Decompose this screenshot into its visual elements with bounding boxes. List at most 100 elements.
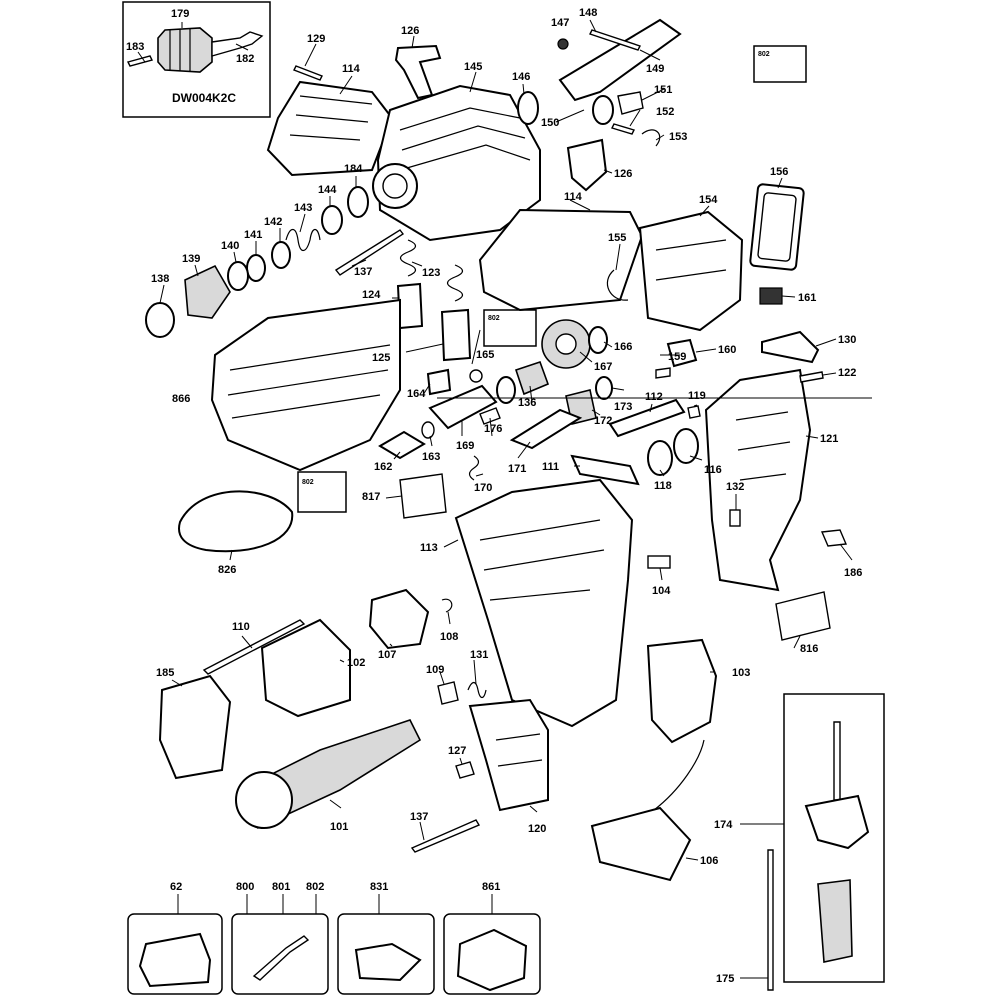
callout-label: 155: [608, 232, 626, 244]
callout-label: 142: [264, 216, 282, 228]
case-861-part: [456, 928, 528, 992]
chuck-screw-part: [126, 55, 154, 67]
label-817-part: [399, 473, 447, 519]
callout-label: 149: [646, 63, 664, 75]
accessory-box-800-802: [231, 913, 329, 995]
bolt-137-part: [334, 229, 405, 276]
front-cap-138-part: [145, 302, 175, 338]
terminal-106-part: [590, 806, 692, 882]
callout-label: 131: [470, 649, 488, 661]
callout-label: 861: [482, 881, 500, 893]
clip-108-part: [441, 598, 453, 613]
switch-103-part: [646, 638, 718, 744]
screw-122-part: [799, 371, 824, 383]
callout-label: 174: [714, 819, 733, 831]
keyless-chuck-part: [157, 27, 213, 73]
callout-label: 114: [342, 63, 361, 75]
callout-label: 119: [688, 390, 706, 402]
latch-126-part: [394, 44, 442, 100]
pin-148-part: [589, 29, 641, 51]
callout-label: 137: [410, 811, 428, 823]
callout-label: 120: [528, 823, 546, 835]
brush-124-part: [396, 282, 424, 330]
callout-label: 140: [221, 240, 239, 252]
callout-label: 126: [401, 25, 419, 37]
armature-fan: [235, 771, 293, 829]
brush-125-part: [440, 308, 472, 362]
screw-159-part: [655, 367, 671, 379]
manual-831-part: [354, 942, 422, 982]
ring-144-part: [321, 205, 343, 235]
callout-label: 107: [378, 649, 396, 661]
callout-label: 183: [126, 41, 144, 53]
bracket-154-part: [638, 210, 744, 332]
callout-label: 160: [718, 344, 736, 356]
callout-label: 127: [448, 745, 466, 757]
ring-141-part: [246, 254, 266, 282]
callout-label: 138: [151, 273, 169, 285]
callout-label: 185: [156, 667, 174, 679]
spring-123-a-part: [399, 239, 417, 277]
callout-label: 151: [654, 84, 672, 96]
callout-label: 103: [732, 667, 750, 679]
callout-label: 145: [464, 61, 482, 73]
part-112: [608, 398, 686, 438]
callout-label: 118: [654, 480, 672, 492]
callout-label: 137: [354, 266, 372, 278]
callout-label: 802: [302, 479, 314, 486]
callout-label: 152: [656, 106, 674, 118]
callout-label: 800: [236, 881, 254, 893]
callout-label: 184: [344, 163, 363, 175]
callout-labels: 179 183 182 129 126 145 114 147 148 149 …: [126, 7, 862, 985]
callout-label: 114: [564, 191, 583, 203]
lower-housing-cover-part: [478, 208, 644, 312]
clip-153-part: [641, 129, 661, 147]
side-handle-box: [783, 693, 885, 983]
callout-label: 62: [170, 881, 182, 893]
callout-label: 171: [508, 463, 526, 475]
callout-label: 176: [484, 423, 502, 435]
callout-label: 182: [236, 53, 254, 65]
callout-label: 866: [172, 393, 190, 405]
block-164-part: [426, 368, 452, 396]
callout-label: 111: [542, 461, 559, 473]
callout-label: 153: [669, 131, 687, 143]
handle-121-part: [704, 368, 812, 592]
callout-label: 148: [579, 7, 597, 19]
part-109: [437, 681, 459, 705]
gear-136-part: [514, 360, 550, 396]
part-104: [647, 555, 671, 569]
screw-119-part: [687, 405, 701, 419]
callout-label: 816: [800, 643, 818, 655]
callout-label: 130: [838, 334, 856, 346]
ring-184-part: [347, 186, 369, 218]
callout-label: 164: [407, 388, 426, 400]
tool-802-box-mid: [483, 309, 537, 347]
part-186: [820, 529, 848, 547]
callout-label: 136: [518, 397, 536, 409]
callout-label: 154: [699, 194, 718, 206]
callout-label: 102: [347, 657, 365, 669]
stator-102-part: [260, 618, 351, 718]
callout-label: 172: [594, 415, 612, 427]
callout-label: 109: [426, 664, 444, 676]
callout-label: 125: [372, 352, 390, 364]
callout-label: 108: [440, 631, 458, 643]
brush-holder-107-part: [368, 588, 430, 650]
chuck-sleeve-139-part: [184, 264, 231, 319]
parts-drawing: [145, 18, 885, 991]
side-handle-clamp: [804, 794, 870, 850]
callout-label: 163: [422, 451, 440, 463]
kit-inset-title: DW004K2C: [172, 91, 236, 105]
callout-label: 113: [420, 542, 438, 554]
spring-131-part: [467, 681, 487, 699]
callout-label: 166: [614, 341, 632, 353]
label-816-part: [775, 591, 831, 641]
plate-120-part: [468, 698, 549, 812]
depth-rod-175-part: [767, 849, 774, 991]
callout-label: 129: [307, 33, 325, 45]
callout-label: 139: [182, 253, 200, 265]
baffle-185-part: [158, 674, 232, 780]
chip-161-part: [759, 287, 783, 305]
